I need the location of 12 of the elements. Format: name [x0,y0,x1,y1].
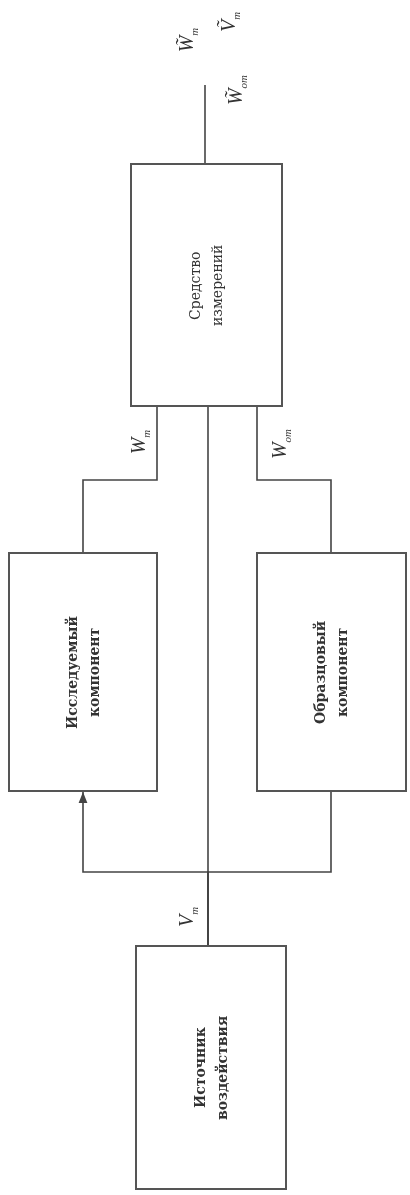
block-label: Образцовый компонент [311,619,352,726]
block-box [130,163,283,407]
block-box [135,945,287,1190]
connector-line [204,84,206,164]
block-label: Исследуемый компонент [62,614,103,730]
block-label: Источник воздействия [190,1014,231,1122]
connector-line [207,791,332,946]
block-box [256,552,407,792]
block-label: Средство измерений [186,243,227,328]
connector-line [256,406,332,553]
connector-line [82,406,158,553]
block-box [8,552,158,792]
